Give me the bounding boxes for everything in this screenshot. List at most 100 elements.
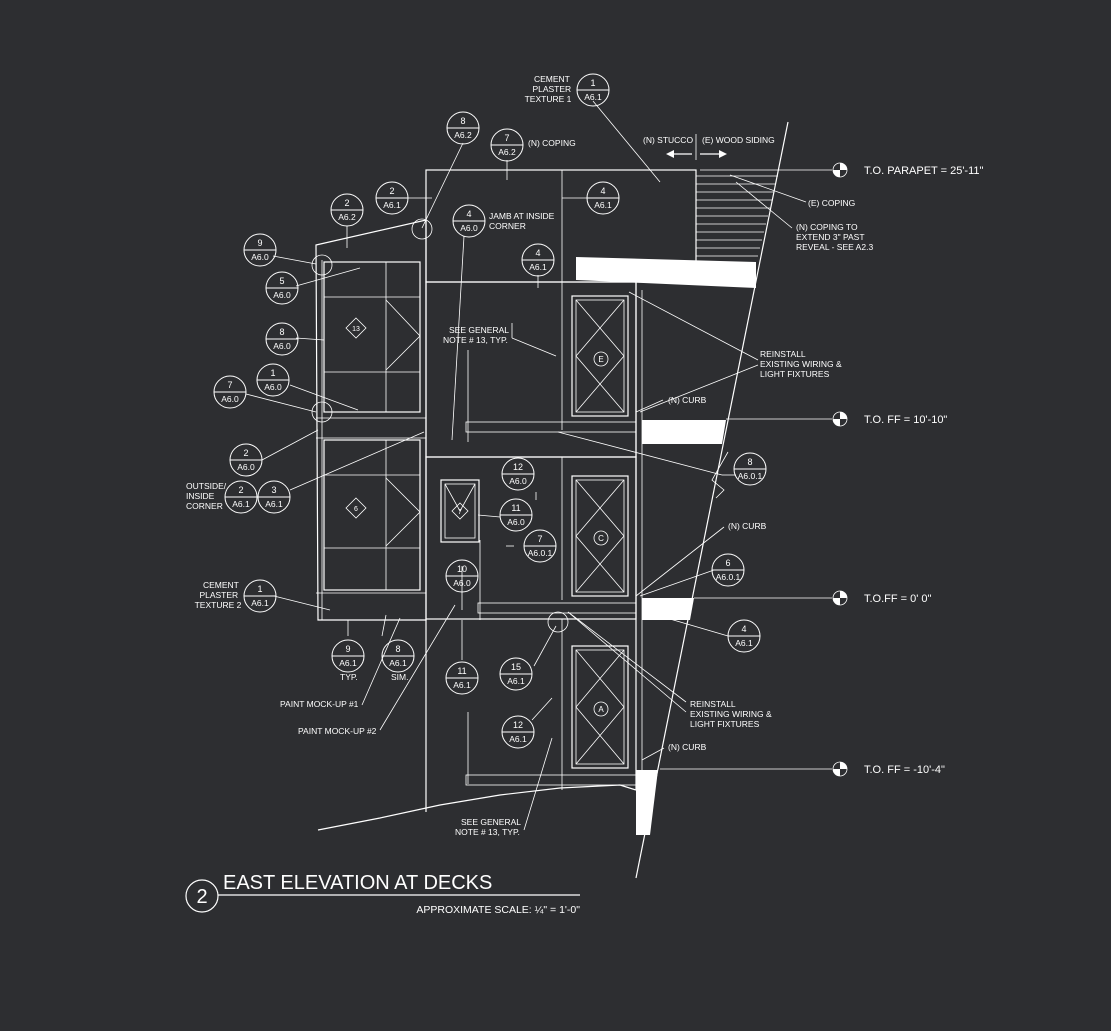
upper-slab [576, 257, 756, 288]
detail-sheet: A6.0 [507, 517, 525, 527]
window-13: 13 [323, 261, 421, 413]
detail-number: 4 [600, 186, 605, 196]
detail-number: 4 [535, 248, 540, 258]
drawing-scale: APPROXIMATE SCALE: ¼" = 1'-0" [416, 904, 580, 916]
detail-sheet: A6.0.1 [716, 572, 741, 582]
note-typ: TYP. [340, 672, 358, 682]
detail-sheet: A6.1 [389, 658, 407, 668]
detail-bubble: 8A6.0.1 [733, 452, 767, 486]
property-edge-line [635, 121, 789, 879]
detail-bubble: 2A6.1 [224, 480, 258, 514]
detail-sheet: A6.1 [507, 676, 525, 686]
detail-bubble: 7A6.0 [213, 375, 247, 409]
drawing-title: EAST ELEVATION AT DECKS [223, 872, 492, 894]
detail-sheet: A6.0 [273, 290, 291, 300]
door-c: C [571, 475, 629, 597]
window-6: 6 [323, 439, 421, 591]
detail-sheet: A6.0 [264, 382, 282, 392]
detail-bubble: 8A6.0 [265, 322, 299, 356]
door-e-tag: E [598, 355, 603, 364]
break-line [711, 451, 729, 499]
detail-number: 8 [395, 644, 400, 654]
detail-bubble: 9A6.1 [331, 639, 365, 673]
detail-bubble: 7A6.0.1 [523, 529, 557, 563]
detail-bubble: 2A6.0 [229, 443, 263, 477]
detail-number: 8 [460, 116, 465, 126]
detail-number: 2 [243, 448, 248, 458]
detail-number: 2 [344, 198, 349, 208]
detail-number: 7 [537, 534, 542, 544]
detail-bubble: 6A6.0.1 [711, 553, 745, 587]
detail-bubble: 1A6.1 [243, 579, 277, 613]
detail-sheet: A6.0 [251, 252, 269, 262]
detail-bubble: 1A6.1 [576, 73, 610, 107]
detail-sheet: A6.1 [509, 734, 527, 744]
note-cement-plaster-1: CEMENT PLASTER TEXTURE 1 [525, 74, 574, 104]
detail-number: 1 [590, 78, 595, 88]
door-c-tag: C [598, 534, 604, 543]
detail-sheet: A6.0.1 [738, 471, 763, 481]
detail-sheet: A6.1 [529, 262, 547, 272]
detail-number: 8 [747, 457, 752, 467]
detail-bubble: 4A6.1 [727, 619, 761, 653]
note-cement-plaster-2: CEMENT PLASTER TEXTURE 2 [195, 580, 242, 610]
detail-sheet: A6.1 [232, 499, 250, 509]
detail-number: 12 [513, 462, 523, 472]
detail-number: 4 [466, 209, 471, 219]
note-paint-2: PAINT MOCK-UP #2 [298, 726, 377, 736]
level-ff-lower: T.O. FF = -10'-4" [660, 761, 945, 777]
detail-number: 11 [511, 503, 520, 513]
drawing-title-block: 2 EAST ELEVATION AT DECKS APPROXIMATE SC… [185, 872, 580, 916]
note-reinstall-b: REINSTALL EXISTING WIRING & LIGHT FIXTUR… [690, 699, 774, 729]
door-a-tag: A [598, 705, 604, 714]
detail-bubble: 9A6.0 [243, 233, 277, 267]
detail-sheet: A6.2 [338, 212, 356, 222]
note-paint-1: PAINT MOCK-UP #1 [280, 699, 359, 709]
note-stucco: (N) STUCCO [643, 135, 693, 145]
note-coping-extend: (N) COPING TO EXTEND 3" PAST REVEAL - SE… [796, 222, 873, 252]
detail-bubble: 2A6.1 [375, 181, 409, 215]
detail-number: 3 [271, 485, 276, 495]
window-7: 7 [440, 479, 480, 543]
detail-sheet: A6.1 [453, 680, 471, 690]
detail-number: 8 [279, 327, 284, 337]
detail-sheet: A6.2 [454, 130, 472, 140]
level-ff-upper-label: T.O. FF = 10'-10" [864, 414, 947, 426]
detail-sheet: A6.1 [735, 638, 753, 648]
note-curb-b: (N) CURB [728, 521, 767, 531]
detail-bubble: 1A6.0 [256, 363, 290, 397]
level-parapet: T.O. PARAPET = 25'-11" [700, 162, 984, 178]
detail-sheet: A6.0 [237, 462, 255, 472]
level-markers: T.O. PARAPET = 25'-11" T.O. FF = 10'-10"… [660, 162, 984, 777]
level-parapet-label: T.O. PARAPET = 25'-11" [864, 165, 984, 177]
level-ff-lower-label: T.O. FF = -10'-4" [864, 764, 945, 776]
door-a: A [571, 645, 629, 769]
note-coping-n: (N) COPING [528, 138, 576, 148]
detail-number: 7 [504, 133, 509, 143]
detail-number: 1 [257, 584, 262, 594]
note-outside-inside: OUTSIDE/ INSIDE CORNER [186, 481, 229, 511]
detail-bubble: 5A6.0 [265, 271, 299, 305]
drawing-number: 2 [196, 886, 207, 908]
wood-siding-hatch [695, 170, 778, 258]
detail-number: 4 [741, 624, 746, 634]
left-bay [315, 219, 427, 621]
note-curb-c: (N) CURB [668, 742, 707, 752]
detail-number: 7 [227, 380, 232, 390]
detail-number: 9 [345, 644, 350, 654]
window-7-tag: 7 [458, 509, 462, 516]
note-general-13b: SEE GENERAL NOTE # 13, TYP. [455, 817, 523, 837]
window-13-tag: 13 [352, 326, 360, 333]
note-reinstall-a: REINSTALL EXISTING WIRING & LIGHT FIXTUR… [760, 349, 844, 379]
detail-number: 9 [257, 238, 262, 248]
detail-bubble: 4A6.1 [521, 243, 555, 277]
detail-sheet: A6.0 [273, 341, 291, 351]
note-wood-siding: (E) WOOD SIDING [702, 135, 775, 145]
level-ff-upper: T.O. FF = 10'-10" [726, 411, 947, 427]
detail-bubble: 3A6.1 [257, 480, 291, 514]
detail-bubble: 4A6.1 [586, 181, 620, 215]
